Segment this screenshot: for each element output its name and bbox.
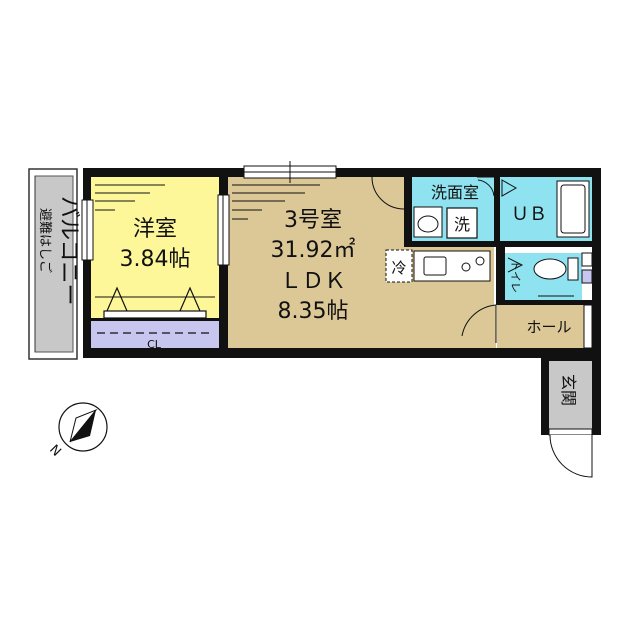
closet-top-wall	[91, 318, 219, 321]
hall-floor	[497, 305, 592, 348]
wall-hatch-lines	[95, 184, 320, 298]
closet-label: CL	[147, 338, 162, 351]
window-ldk-top	[243, 161, 337, 183]
hall-label: ホール	[526, 318, 571, 336]
balcony-label: バルコニー	[56, 196, 81, 306]
entry-step	[583, 304, 593, 349]
toilet-side-box	[581, 269, 593, 284]
entrance-label: 玄関	[559, 374, 578, 406]
balcony	[28, 168, 78, 360]
compass	[58, 402, 108, 452]
sliding-door-western-ldk	[217, 194, 230, 266]
bathtub	[556, 180, 590, 238]
washer-label: 洗	[454, 215, 470, 234]
kitchen-counter	[413, 250, 491, 282]
compass-north-label: N	[46, 442, 63, 459]
toilet-label: トイレ	[509, 260, 522, 293]
washroom-label: 洗面室	[431, 183, 479, 202]
bath-door-marker	[501, 179, 518, 197]
entrance-door	[548, 428, 593, 478]
entrance-floor	[549, 361, 592, 429]
ldk-label: ＬＤＫ	[280, 269, 346, 294]
bath-label: ＵＢ	[511, 204, 547, 225]
washroom-door-swing	[477, 176, 495, 197]
toilet-fixture	[533, 257, 579, 281]
unit-area: 31.92㎡	[271, 237, 356, 263]
ldk-door-swing	[371, 176, 405, 210]
window-western-balcony	[81, 199, 94, 261]
toilet-side-shelf	[581, 252, 593, 267]
western-room-size: 3.84帖	[120, 247, 191, 272]
fridge-label: 冷	[391, 259, 406, 277]
toilet-door-marker	[507, 257, 524, 273]
bathtub-inner	[560, 184, 586, 234]
balcony-note: 避難はしご	[37, 208, 53, 273]
washbasin	[413, 206, 443, 238]
unit-label: 3号室	[284, 208, 342, 233]
ldk-floor	[228, 177, 404, 348]
washer-box[interactable]	[446, 207, 478, 239]
ldk-size: 8.35帖	[278, 299, 349, 324]
hall-door-swing	[461, 304, 497, 343]
western-room-label: 洋室	[133, 217, 177, 242]
fridge-space	[385, 249, 413, 283]
